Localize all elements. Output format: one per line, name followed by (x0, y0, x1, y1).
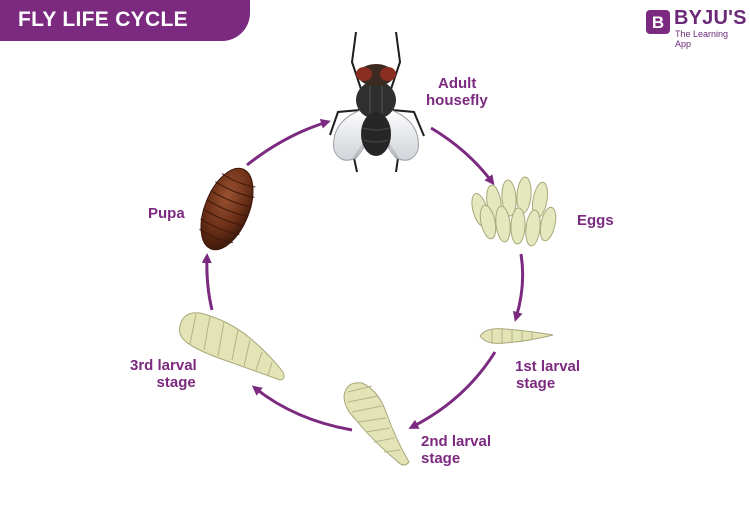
label-adult-line1: Adult (438, 75, 477, 92)
label-adult-line2: housefly (426, 92, 488, 109)
label-larva-stage-3: 3rd larval stage (130, 357, 197, 391)
brand-mark-icon: B (646, 10, 670, 34)
label-larva3-line2: stage (156, 374, 196, 391)
arrow-larva3-to-pupa (201, 253, 214, 311)
larva-stage-3-illustration (179, 312, 285, 381)
pupa-illustration (199, 167, 256, 251)
label-larva1-line1: 1st larval (515, 358, 581, 375)
label-larva2-line2: stage (421, 450, 461, 467)
label-larva2-line1: 2nd larval (421, 433, 492, 450)
arrow-eggs-to-larva1 (512, 253, 525, 322)
title-banner: FLY LIFE CYCLE (0, 0, 250, 41)
brand-mark-letter: B (652, 13, 664, 32)
label-adult-housefly: Adult housefly (426, 75, 488, 109)
label-eggs: Eggs (577, 212, 614, 229)
arrow-larva1-to-larva2 (408, 351, 497, 429)
page-title: FLY LIFE CYCLE (18, 8, 188, 31)
brand-logo: B BYJU'S The Learning App (645, 7, 747, 49)
arrow-pupa-to-adult (246, 118, 331, 167)
brand-tagline: The Learning App (675, 29, 729, 49)
label-larva3-line1: 3rd larval (130, 357, 197, 374)
label-pupa: Pupa (148, 205, 185, 222)
larva-stage-1-illustration (479, 328, 554, 344)
label-larva-stage-2: 2nd larval stage (421, 433, 491, 467)
housefly-illustration (329, 31, 425, 173)
arrow-adult-to-eggs (430, 126, 495, 186)
arrow-larva2-to-larva3 (251, 385, 353, 432)
eggs-illustration (471, 176, 557, 247)
larva-stage-2-illustration (343, 382, 410, 466)
brand-name: BYJU'S (674, 7, 747, 29)
label-larva-stage-1: 1st larval stage (515, 358, 580, 392)
label-larva1-line2: stage (516, 375, 556, 392)
